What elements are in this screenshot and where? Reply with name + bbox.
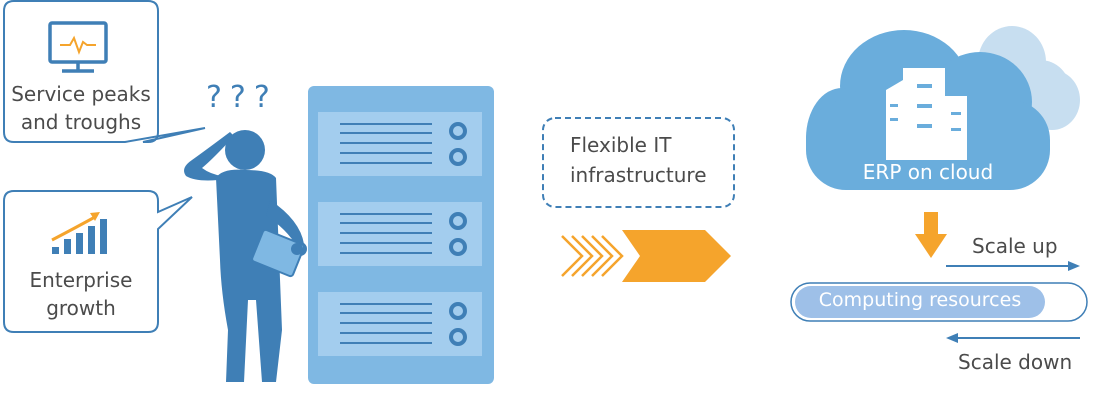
monitor-pulse-icon: [48, 21, 108, 73]
scale-up-arrow: [946, 261, 1080, 271]
enterprise-growth-label: Enterprise growth: [4, 266, 158, 322]
scale-down-label: Scale down: [958, 350, 1073, 374]
flexible-it-line2: infrastructure: [570, 163, 707, 187]
enterprise-growth-line1: Enterprise: [29, 268, 133, 292]
transition-arrow: [561, 230, 731, 282]
flexible-it-box: [542, 117, 735, 208]
down-arrow-icon: [915, 212, 947, 258]
flexible-it-label: Flexible IT infrastructure: [570, 130, 707, 190]
flexible-it-line1: Flexible IT: [570, 133, 672, 157]
service-peaks-label: Service peaks and troughs: [4, 80, 158, 136]
service-peaks-line2: and troughs: [20, 110, 142, 134]
enterprise-growth-line2: growth: [46, 296, 116, 320]
building-icon: [886, 68, 967, 160]
server-rack: [308, 86, 494, 384]
callout-service-peaks: [3, 0, 206, 143]
growth-chart-icon: [51, 212, 107, 254]
callout-enterprise-growth: [3, 190, 193, 333]
tablet-icon: [251, 228, 305, 278]
question-marks: ???: [206, 80, 278, 115]
service-peaks-line1: Service peaks: [11, 82, 151, 106]
scale-down-arrow: [946, 333, 1080, 343]
resource-fill: [795, 286, 1045, 318]
confused-person-figure: [184, 130, 307, 382]
erp-cloud-label: ERP on cloud: [862, 160, 994, 184]
computing-resources-label: Computing resources: [818, 289, 1022, 311]
scale-up-label: Scale up: [972, 234, 1058, 258]
